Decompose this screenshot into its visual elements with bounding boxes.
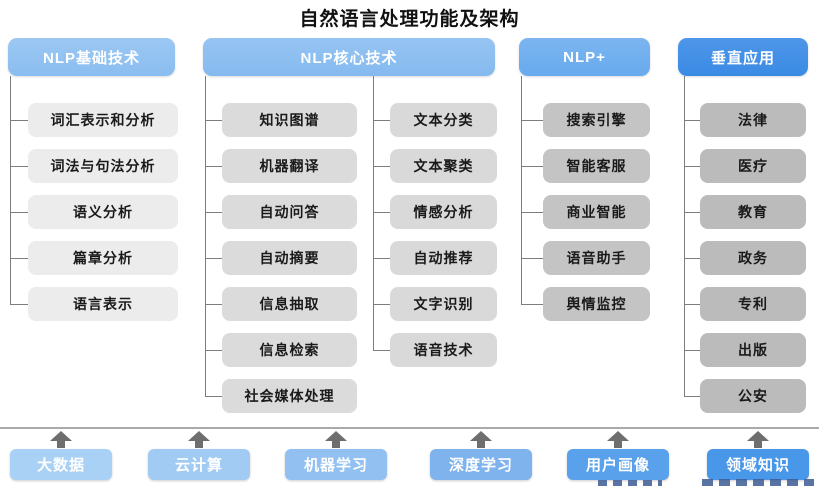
node-text-clustering: 文本聚类: [373, 149, 497, 183]
up-arrow-icon: [470, 431, 492, 449]
watermark-fragment: [598, 480, 662, 486]
node-info-extraction: 信息抽取: [205, 287, 357, 321]
foundation-big-data: 大数据: [10, 449, 112, 480]
node-publishing: 出版: [684, 333, 806, 367]
node-search-engine: 搜索引擎: [521, 103, 650, 137]
node-social-media-processing: 社会媒体处理: [205, 379, 357, 413]
header-nlp-basic: NLP基础技术: [8, 38, 175, 76]
node-education: 教育: [684, 195, 806, 229]
node-lexical-representation: 词汇表示和分析: [10, 103, 178, 137]
header-vertical-apps: 垂直应用: [678, 38, 808, 76]
node-discourse-analysis: 篇章分析: [10, 241, 178, 275]
node-patent: 专利: [684, 287, 806, 321]
node-auto-qa: 自动问答: [205, 195, 357, 229]
foundation-domain-knowledge: 领域知识: [707, 449, 809, 480]
foundation-machine-learning: 机器学习: [285, 449, 387, 480]
node-opinion-monitoring: 舆情监控: [521, 287, 650, 321]
node-medical: 医疗: [684, 149, 806, 183]
node-public-security: 公安: [684, 379, 806, 413]
foundation-cloud-computing: 云计算: [148, 449, 250, 480]
node-machine-translation: 机器翻译: [205, 149, 357, 183]
up-arrow-icon: [325, 431, 347, 449]
tree-line-col1: [10, 76, 11, 304]
node-business-intelligence: 商业智能: [521, 195, 650, 229]
foundation-divider: [0, 427, 819, 429]
node-law: 法律: [684, 103, 806, 137]
node-auto-summary: 自动摘要: [205, 241, 357, 275]
up-arrow-icon: [607, 431, 629, 449]
node-government: 政务: [684, 241, 806, 275]
node-ocr: 文字识别: [373, 287, 497, 321]
tree-line-col2-left: [205, 76, 206, 396]
tree-line-col3: [521, 76, 522, 304]
tree-line-col4: [684, 76, 685, 396]
node-language-representation: 语言表示: [10, 287, 178, 321]
up-arrow-icon: [50, 431, 72, 449]
node-auto-recommendation: 自动推荐: [373, 241, 497, 275]
node-speech-technology: 语音技术: [373, 333, 497, 367]
foundation-user-profiling: 用户画像: [567, 449, 669, 480]
node-sentiment-analysis: 情感分析: [373, 195, 497, 229]
node-text-classification: 文本分类: [373, 103, 497, 137]
page-title: 自然语言处理功能及架构: [299, 9, 520, 30]
node-semantic-analysis: 语义分析: [10, 195, 178, 229]
node-smart-customer-service: 智能客服: [521, 149, 650, 183]
foundation-deep-learning: 深度学习: [430, 449, 532, 480]
node-knowledge-graph: 知识图谱: [205, 103, 357, 137]
up-arrow-icon: [188, 431, 210, 449]
header-nlp-core: NLP核心技术: [203, 38, 495, 76]
node-morph-syntax-analysis: 词法与句法分析: [10, 149, 178, 183]
tree-line-col2-right: [373, 76, 374, 350]
up-arrow-icon: [747, 431, 769, 449]
node-voice-assistant: 语音助手: [521, 241, 650, 275]
watermark-fragment: [702, 479, 814, 486]
node-info-retrieval: 信息检索: [205, 333, 357, 367]
header-nlp-plus: NLP+: [519, 38, 650, 76]
